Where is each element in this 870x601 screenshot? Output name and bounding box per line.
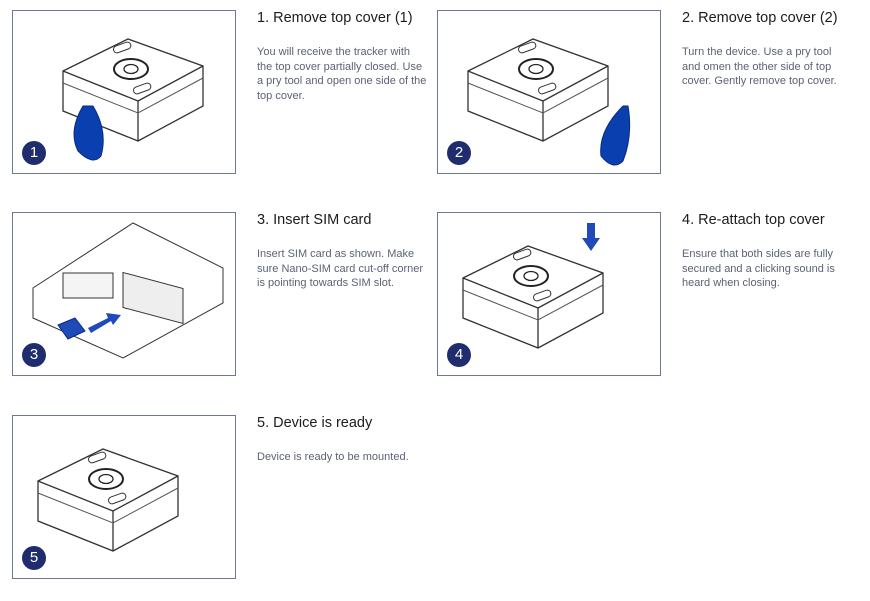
step-2-illustration: 2: [437, 10, 661, 174]
step-description: Device is ready to be mounted.: [257, 451, 409, 463]
sim-card-icon: [57, 317, 86, 340]
step-title: 5. Device is ready: [257, 415, 373, 431]
step-1-illustration: 1: [12, 10, 236, 174]
step-number-badge: 1: [22, 141, 46, 165]
step-description: You will receive the tracker with the to…: [257, 46, 427, 103]
step-1: 1 1. Remove top cover (1) You will recei…: [12, 10, 432, 175]
step-5: 5 5. Device is ready Device is ready to …: [12, 415, 432, 580]
step-3: 3 3. Insert SIM card Insert SIM card as …: [12, 212, 432, 377]
step-number-badge: 3: [22, 343, 46, 367]
step-number-badge: 5: [22, 546, 46, 570]
step-number-badge: 4: [447, 343, 471, 367]
step-description: Turn the device. Use a pry tool and omen…: [682, 46, 837, 88]
step-4: 4 4. Re-attach top cover Ensure that bot…: [437, 212, 857, 377]
pry-tool-icon: [73, 105, 104, 161]
step-title: 2. Remove top cover (2): [682, 10, 838, 26]
step-4-illustration: 4: [437, 212, 661, 376]
step-title: 1. Remove top cover (1): [257, 10, 413, 26]
step-5-illustration: 5: [12, 415, 236, 579]
step-description: Ensure that both sides are fully secured…: [682, 248, 835, 290]
step-3-illustration: 3: [12, 212, 236, 376]
step-2: 2 2. Remove top cover (2) Turn the devic…: [437, 10, 857, 175]
arrow-icon: [88, 313, 121, 333]
step-description: Insert SIM card as shown. Make sure Nano…: [257, 248, 424, 290]
step-title: 4. Re-attach top cover: [682, 212, 825, 228]
step-number-badge: 2: [447, 141, 471, 165]
arrow-down-icon: [582, 223, 600, 251]
pry-tool-icon: [600, 105, 631, 166]
step-title: 3. Insert SIM card: [257, 212, 372, 228]
